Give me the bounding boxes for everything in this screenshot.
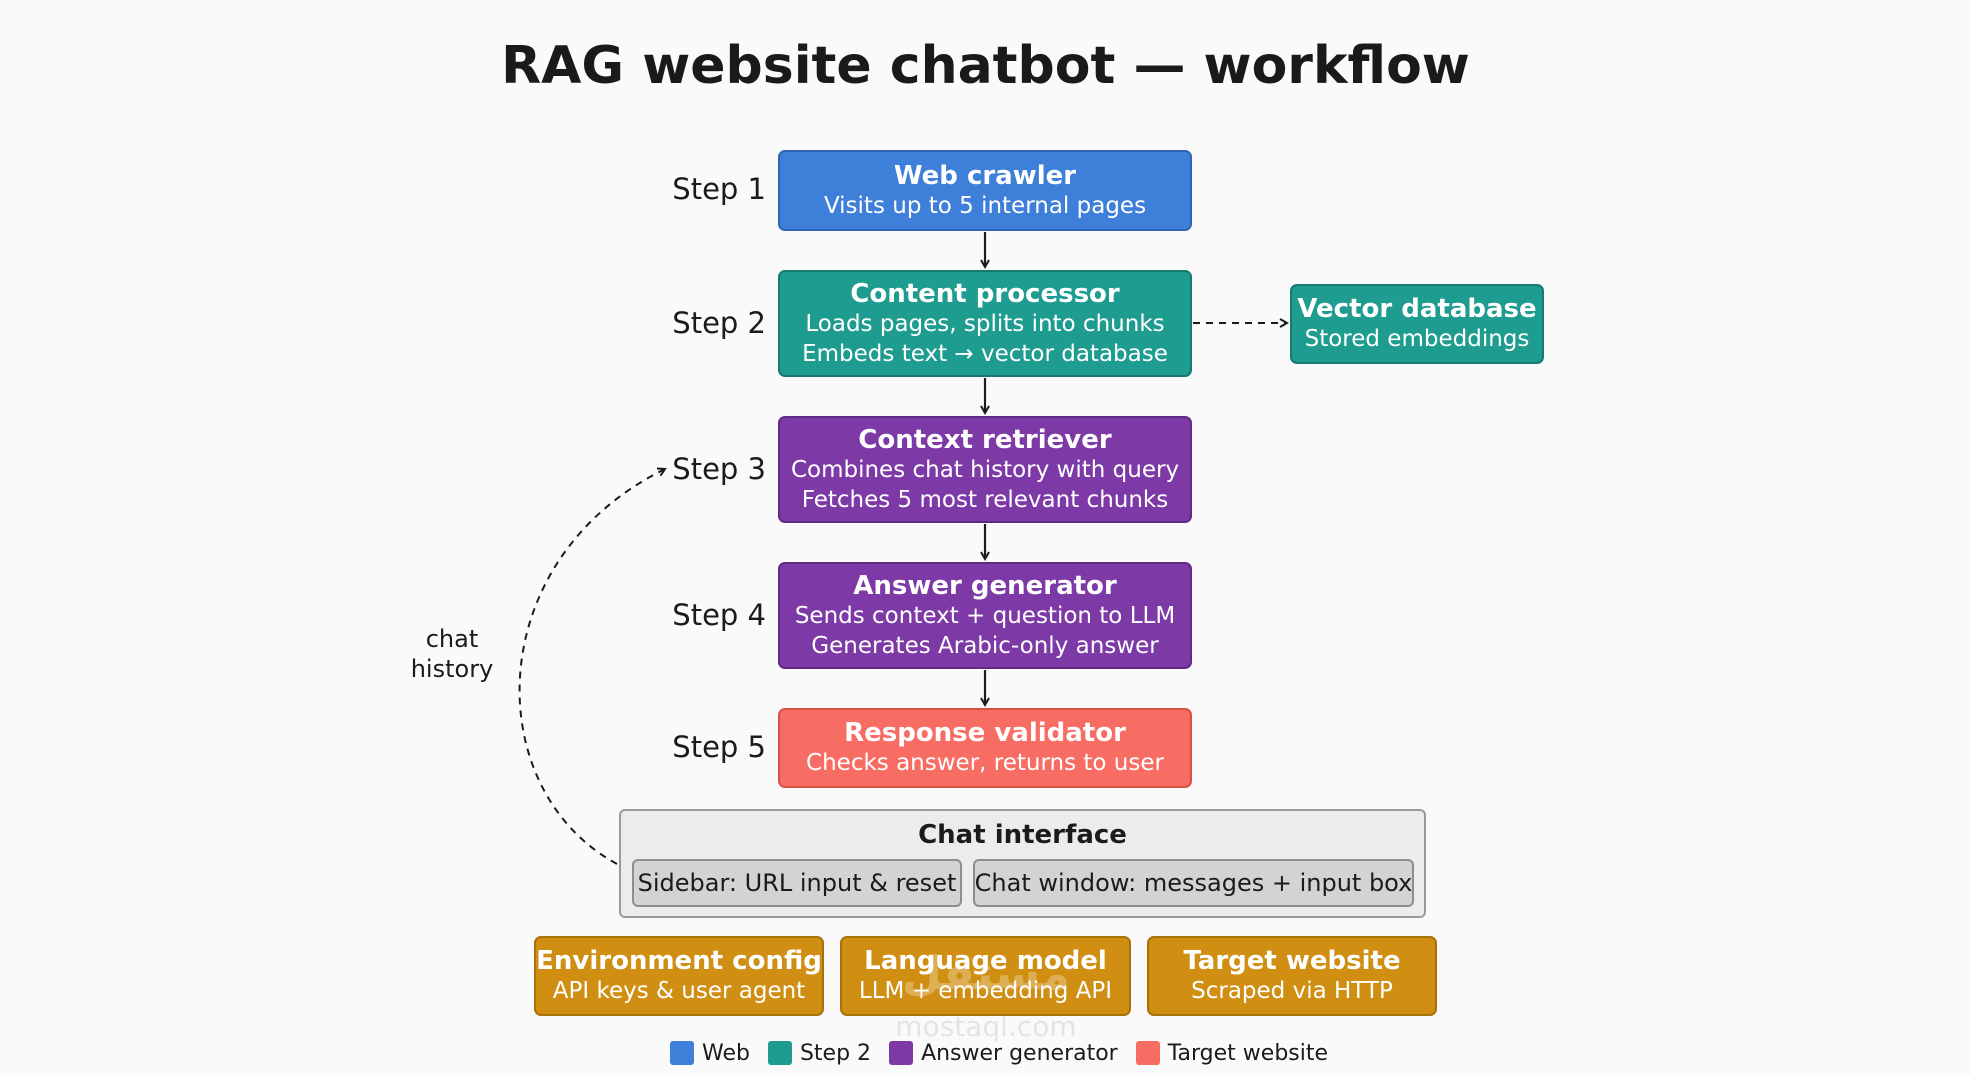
target-website-line: Scraped via HTTP [1191,978,1393,1004]
content-processor-title: Content processor [850,278,1120,309]
diagram-title: RAG website chatbot — workflow [501,36,1470,96]
response-validator-title: Response validator [844,718,1126,748]
language-model-box: Language model LLM + embedding API [840,936,1131,1016]
answer-generator-line-1: Sends context + question to LLM [794,602,1176,629]
legend-item-web: Web [670,1041,750,1066]
environment-config-line: API keys & user agent [552,978,806,1004]
web-crawler-title: Web crawler [893,160,1077,191]
chat-interface-frame: Chat interface Sidebar: URL input & rese… [619,809,1426,918]
legend-swatch-target-website [1135,1041,1160,1065]
vector-database-line: Stored embeddings [1304,326,1530,352]
chat-history-note: chat history [392,624,512,684]
content-processor-line-2: Embeds text → vector database [802,340,1168,367]
answer-generator-box: Answer generator Sends context + questio… [778,562,1192,669]
language-model-line: LLM + embedding API [858,978,1113,1004]
environment-config-box: Environment config API keys & user agent [534,936,824,1016]
web-crawler-box: Web crawler Visits up to 5 internal page… [778,150,1192,231]
language-model-title: Language model [864,946,1107,976]
content-processor-box: Content processor Loads pages, splits in… [778,270,1192,377]
chat-history-note-line-2: history [410,655,494,683]
response-validator-box: Response validator Checks answer, return… [778,708,1192,788]
step-5-label: Step 5 [672,730,766,764]
legend: Web Step 2 Answer generator Target websi… [670,1038,1346,1068]
content-processor-line-1: Loads pages, splits into chunks [805,310,1165,337]
legend-item-step-2: Step 2 [767,1040,872,1066]
chat-history-loop-arrow [518,469,665,865]
step-3-label: Step 3 [672,452,766,486]
sidebar-panel: Sidebar: URL input & reset [632,859,962,907]
context-retriever-line-2: Fetches 5 most relevant chunks [801,486,1169,513]
web-crawler-line-1: Visits up to 5 internal pages [823,192,1147,219]
answer-generator-title: Answer generator [853,570,1117,601]
chat-history-note-line-1: chat [425,625,479,653]
step-2-label: Step 2 [672,306,766,340]
environment-config-title: Environment config [536,946,822,976]
legend-label-step-2: Step 2 [799,1040,872,1066]
chat-interface-title: Chat interface [918,820,1127,850]
legend-item-answer-generator: Answer generator [889,1041,1118,1066]
answer-generator-line-2: Generates Arabic-only answer [811,632,1159,659]
vector-database-box: Vector database Stored embeddings [1290,284,1544,364]
legend-label-answer-generator: Answer generator [921,1040,1118,1066]
context-retriever-box: Context retriever Combines chat history … [778,416,1192,523]
context-retriever-title: Context retriever [858,424,1112,455]
target-website-box: Target website Scraped via HTTP [1147,936,1437,1016]
legend-swatch-web [670,1041,694,1065]
target-website-title: Target website [1183,946,1401,976]
legend-swatch-answer-generator [889,1041,914,1065]
legend-item-target-website: Target website [1135,1040,1329,1066]
response-validator-line-1: Checks answer, returns to user [806,750,1164,776]
legend-label-web: Web [702,1040,750,1066]
context-retriever-line-1: Combines chat history with query [790,456,1180,483]
step-1-label: Step 1 [672,172,766,206]
legend-swatch-step-2 [767,1041,792,1065]
legend-label-target-website: Target website [1167,1040,1329,1066]
vector-database-title: Vector database [1297,294,1537,324]
chat-window-panel: Chat window: messages + input box [973,859,1414,907]
step-4-label: Step 4 [672,598,766,632]
